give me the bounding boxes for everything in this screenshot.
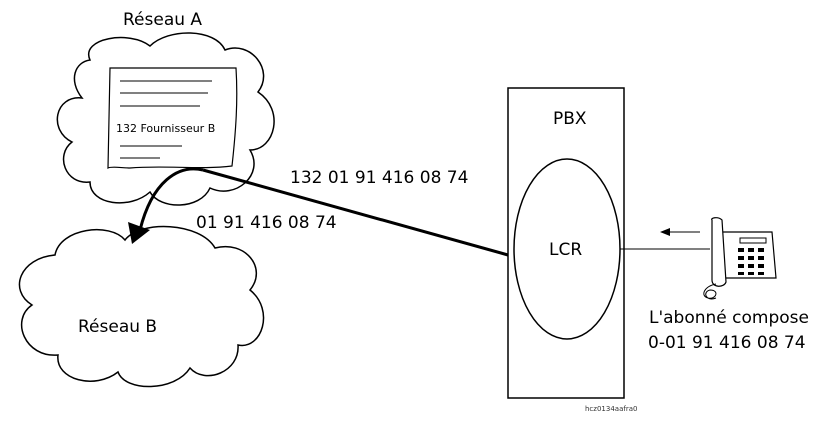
pbx-label: PBX xyxy=(553,109,587,129)
cloud-icon xyxy=(18,225,265,388)
network-b-label: Réseau B xyxy=(78,317,157,337)
subscriber-line-1: L'abonné compose xyxy=(649,308,809,328)
network-a-label: Réseau A xyxy=(123,10,202,30)
arrow-icon xyxy=(660,228,670,236)
route-arrow xyxy=(138,167,204,231)
telephone-icon xyxy=(703,217,777,300)
lcr-label: LCR xyxy=(549,240,582,260)
subscriber-line-2: 0-01 91 416 08 74 xyxy=(648,333,806,353)
number-without-prefix: 01 91 416 08 74 xyxy=(196,213,337,233)
document-icon xyxy=(107,67,238,169)
route-line xyxy=(202,168,509,257)
figure-id: hcz0134aafra0 xyxy=(585,405,637,413)
number-with-prefix: 132 01 91 416 08 74 xyxy=(290,168,468,188)
table-entry: 132 Fournisseur B xyxy=(116,122,215,135)
arrow-icon xyxy=(128,222,150,244)
